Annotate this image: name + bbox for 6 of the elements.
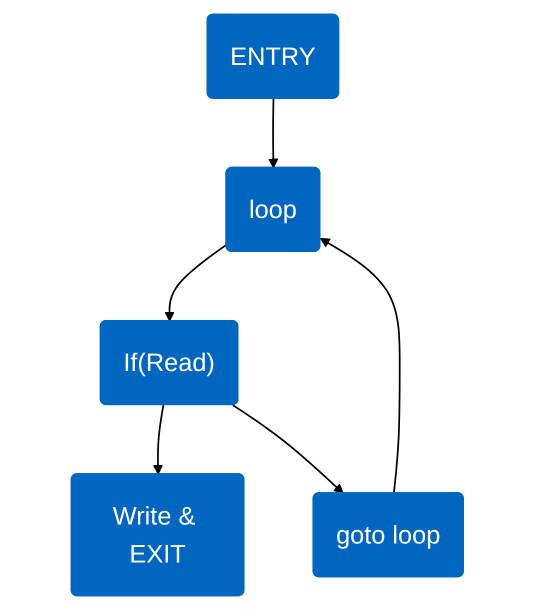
arrow [268,98,278,168]
flowchart-drawing: ENTRY loop If(Read) Write & EXIT goto loop [62,4,472,604]
arrow [320,237,400,493]
arrow [164,243,227,322]
arrow [232,404,344,494]
arrow [152,404,164,474]
